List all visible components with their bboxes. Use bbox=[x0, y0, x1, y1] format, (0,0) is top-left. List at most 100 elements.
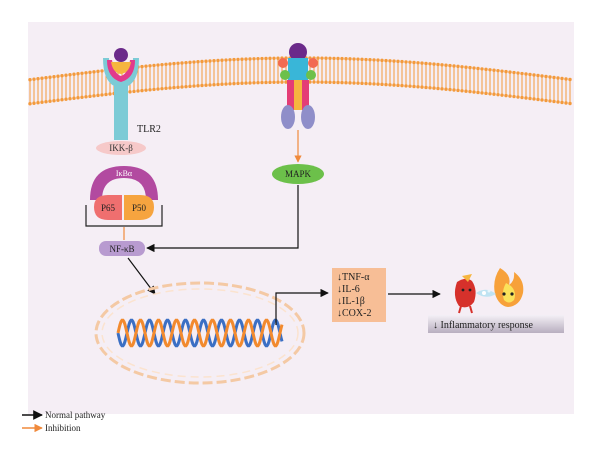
membrane-lipid-head bbox=[388, 59, 392, 63]
cell-membrane bbox=[28, 56, 572, 106]
membrane-lipid-head bbox=[60, 74, 64, 78]
membrane-lipid-head bbox=[228, 58, 232, 62]
membrane-lipid-head bbox=[340, 56, 344, 61]
membrane-lipid-head bbox=[44, 100, 48, 104]
membrane-lipid-head bbox=[268, 56, 272, 61]
membrane-lipid-head bbox=[400, 83, 404, 88]
cytokine-il6: ↓IL-6 bbox=[337, 284, 360, 295]
membrane-lipid-head bbox=[188, 84, 192, 89]
membrane-lipid-head bbox=[52, 75, 56, 79]
membrane-lipid-head bbox=[504, 93, 508, 98]
membrane-lipid-head bbox=[544, 74, 548, 79]
membrane-lipid-head bbox=[60, 98, 64, 102]
membrane-lipid-head bbox=[224, 82, 228, 86]
membrane-lipid-head bbox=[436, 86, 440, 91]
membrane-lipid-head bbox=[364, 57, 368, 62]
p65-label: P65 bbox=[101, 203, 116, 213]
response-box bbox=[428, 315, 564, 333]
membrane-lipid-head bbox=[100, 93, 104, 97]
membrane-lipid-head bbox=[252, 81, 256, 85]
membrane-lipid-head bbox=[128, 90, 132, 94]
membrane-lipid-head bbox=[428, 86, 432, 90]
membrane-lipid-head bbox=[504, 69, 508, 74]
membrane-lipid-head bbox=[168, 86, 172, 90]
membrane-lipid-head bbox=[32, 101, 36, 105]
membrane-lipid-head bbox=[236, 57, 240, 62]
membrane-lipid-head bbox=[272, 56, 276, 60]
tlr2-label: TLR2 bbox=[137, 124, 161, 135]
mapk-label: MAPK bbox=[285, 169, 312, 179]
membrane-lipid-head bbox=[152, 63, 156, 68]
membrane-lipid-head bbox=[380, 82, 384, 87]
membrane-lipid-head bbox=[324, 80, 328, 84]
membrane-lipid-head bbox=[568, 101, 572, 106]
membrane-lipid-head bbox=[320, 56, 324, 60]
membrane-lipid-head bbox=[88, 94, 92, 99]
membrane-lipid-head bbox=[424, 61, 428, 66]
membrane-lipid-head bbox=[440, 63, 444, 67]
membrane-lipid-head bbox=[200, 83, 204, 88]
membrane-lipid-head bbox=[152, 87, 156, 92]
membrane-lipid-head bbox=[448, 87, 452, 92]
membrane-lipid-head bbox=[416, 85, 420, 89]
membrane-lipid-head bbox=[548, 75, 552, 79]
mapk-to-nfkb-arrow bbox=[146, 185, 299, 253]
membrane-lipid-head bbox=[72, 72, 76, 76]
membrane-lipid-head bbox=[500, 69, 504, 73]
membrane-lipid-head bbox=[224, 58, 228, 62]
membrane-lipid-head bbox=[100, 69, 104, 73]
mapk-receptor bbox=[278, 43, 318, 129]
membrane-lipid-head bbox=[280, 80, 284, 84]
membrane-lipid-head bbox=[160, 62, 164, 67]
membrane-lipid-head bbox=[188, 60, 192, 65]
membrane-lipid-head bbox=[52, 99, 56, 103]
membrane-lipid-head bbox=[368, 58, 372, 62]
membrane-lipid-head bbox=[472, 90, 476, 94]
membrane-lipid-head bbox=[180, 85, 184, 89]
membrane-lipid-head bbox=[68, 97, 72, 101]
membrane-lipid-head bbox=[560, 100, 564, 105]
membrane-lipid-head bbox=[132, 89, 136, 94]
membrane-lipid-head bbox=[140, 64, 144, 69]
membrane-lipid-head bbox=[160, 86, 164, 91]
membrane-lipid-head bbox=[508, 70, 512, 74]
membrane-lipid-head bbox=[88, 70, 92, 75]
cytokine-il1b: ↓IL-1β bbox=[337, 296, 365, 307]
membrane-lipid-head bbox=[396, 59, 400, 64]
membrane-lipid-head bbox=[148, 64, 152, 68]
membrane-lipid-head bbox=[196, 84, 200, 88]
membrane-lipid-head bbox=[336, 80, 340, 85]
membrane-lipid-head bbox=[492, 92, 496, 96]
ikba-complex bbox=[90, 166, 158, 200]
dna-to-cytokines-arrow bbox=[275, 288, 329, 325]
membrane-lipid-head bbox=[408, 60, 412, 64]
membrane-lipid-head bbox=[360, 81, 364, 86]
membrane-lipid-head bbox=[104, 92, 108, 97]
nucleus-envelope-inner bbox=[101, 288, 299, 378]
membrane-lipid-head bbox=[196, 60, 200, 64]
membrane-lipid-head bbox=[316, 56, 320, 60]
membrane-lipid-head bbox=[36, 101, 40, 105]
ikba-label: IκBα bbox=[116, 169, 133, 178]
membrane-lipid-head bbox=[520, 95, 524, 100]
membrane-lipid-head bbox=[464, 89, 468, 93]
membrane-lipid-head bbox=[556, 76, 560, 80]
membrane-lipid-head bbox=[516, 95, 520, 99]
legend: Normal pathway Inhibition bbox=[22, 410, 106, 433]
membrane-lipid-head bbox=[432, 86, 436, 90]
ikk-beta-node bbox=[96, 141, 146, 155]
ikk-beta-label: IKK-β bbox=[109, 143, 133, 153]
membrane-lipid-head bbox=[452, 64, 456, 68]
membrane-lipid-head bbox=[312, 80, 316, 84]
membrane-lipid-head bbox=[552, 99, 556, 104]
membrane-lipid-head bbox=[488, 92, 492, 96]
membrane-lipid-head bbox=[156, 63, 160, 67]
membrane-lipid-head bbox=[336, 56, 340, 61]
nucleus-envelope-outer bbox=[94, 281, 306, 385]
membrane-lipid-head bbox=[544, 98, 548, 103]
membrane-lipid-head bbox=[216, 58, 220, 63]
membrane-lipid-head bbox=[564, 77, 568, 81]
complex-bracket bbox=[85, 205, 163, 227]
membrane-lipid-head bbox=[252, 57, 256, 61]
